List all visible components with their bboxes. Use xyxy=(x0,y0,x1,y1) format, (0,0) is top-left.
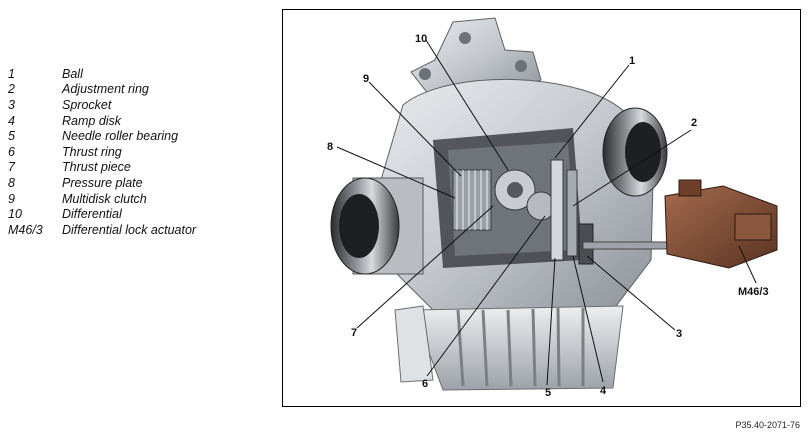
callout-4: 4 xyxy=(600,385,607,397)
legend-row: M46/3 Differential lock actuator xyxy=(8,222,268,238)
callout-9: 9 xyxy=(363,73,369,85)
legend: 1 Ball 2 Adjustment ring 3 Sprocket 4 Ra… xyxy=(8,66,268,238)
leader-10 xyxy=(425,39,509,171)
differential-illustration: 10 9 8 1 2 3 4 5 6 7 M46/3 xyxy=(327,17,778,399)
legend-number: 2 xyxy=(8,82,15,97)
figure-reference: P35.40-2071-76 xyxy=(735,420,800,430)
callout-1: 1 xyxy=(629,55,635,67)
leader-1 xyxy=(554,64,630,159)
legend-row: 3 Sprocket xyxy=(8,97,268,113)
legend-description: Sprocket xyxy=(62,97,112,112)
callout-2: 2 xyxy=(691,117,697,129)
legend-row: 6 Thrust ring xyxy=(8,144,268,160)
callout-8: 8 xyxy=(327,141,333,153)
legend-row: 10 Differential xyxy=(8,206,268,222)
legend-row: 9 Multidisk clutch xyxy=(8,191,268,207)
legend-row: 1 Ball xyxy=(8,66,268,82)
cooling-fins xyxy=(394,305,624,391)
legend-row: 5 Needle roller bearing xyxy=(8,128,268,144)
leader-3 xyxy=(586,255,676,331)
callout-7: 7 xyxy=(351,327,357,339)
legend-description: Pressure plate xyxy=(62,175,143,190)
differential-lock-actuator xyxy=(664,179,778,269)
legend-number: 4 xyxy=(8,113,15,128)
legend-row: 7 Thrust piece xyxy=(8,160,268,176)
left-output-flange xyxy=(330,177,424,275)
callout-10: 10 xyxy=(415,33,427,45)
callout-6: 6 xyxy=(422,378,428,390)
legend-description: Needle roller bearing xyxy=(62,129,179,144)
legend-number: 7 xyxy=(8,160,15,175)
multidisk-clutch xyxy=(452,169,492,231)
right-output-flange xyxy=(602,107,668,197)
legend-number: 10 xyxy=(8,207,22,222)
legend-description: Ball xyxy=(62,66,83,81)
callout-3: 3 xyxy=(676,328,682,340)
leader-2 xyxy=(572,129,692,207)
legend-number: 5 xyxy=(8,129,15,144)
leader-7 xyxy=(356,205,494,329)
legend-description: Adjustment ring xyxy=(62,82,149,97)
leader-8 xyxy=(336,146,456,199)
figure-frame: 10 9 8 1 2 3 4 5 6 7 M46/3 xyxy=(282,9,801,407)
legend-row: 4 Ramp disk xyxy=(8,113,268,129)
legend-number: 1 xyxy=(8,66,15,81)
callout-m46-3: M46/3 xyxy=(738,286,769,298)
legend-number: 9 xyxy=(8,191,15,206)
leader-9 xyxy=(368,81,462,177)
legend-number: M46/3 xyxy=(8,222,43,237)
legend-description: Thrust piece xyxy=(62,160,131,175)
leader-5 xyxy=(546,257,556,386)
legend-number: 6 xyxy=(8,144,15,159)
leader-6 xyxy=(426,215,546,377)
legend-description: Thrust ring xyxy=(62,144,122,159)
legend-description: Ramp disk xyxy=(62,113,122,128)
legend-description: Multidisk clutch xyxy=(62,191,147,206)
leader-lines xyxy=(336,39,757,386)
ramp-disk-assembly xyxy=(550,159,594,265)
legend-description: Differential lock actuator xyxy=(62,222,197,237)
legend-number: 8 xyxy=(8,175,15,190)
callout-5: 5 xyxy=(545,387,551,399)
leader-4 xyxy=(572,255,604,383)
legend-number: 3 xyxy=(8,97,15,112)
legend-row: 2 Adjustment ring xyxy=(8,82,268,98)
legend-row: 8 Pressure plate xyxy=(8,175,268,191)
legend-description: Differential xyxy=(62,207,122,222)
leader-m46 xyxy=(738,245,757,284)
